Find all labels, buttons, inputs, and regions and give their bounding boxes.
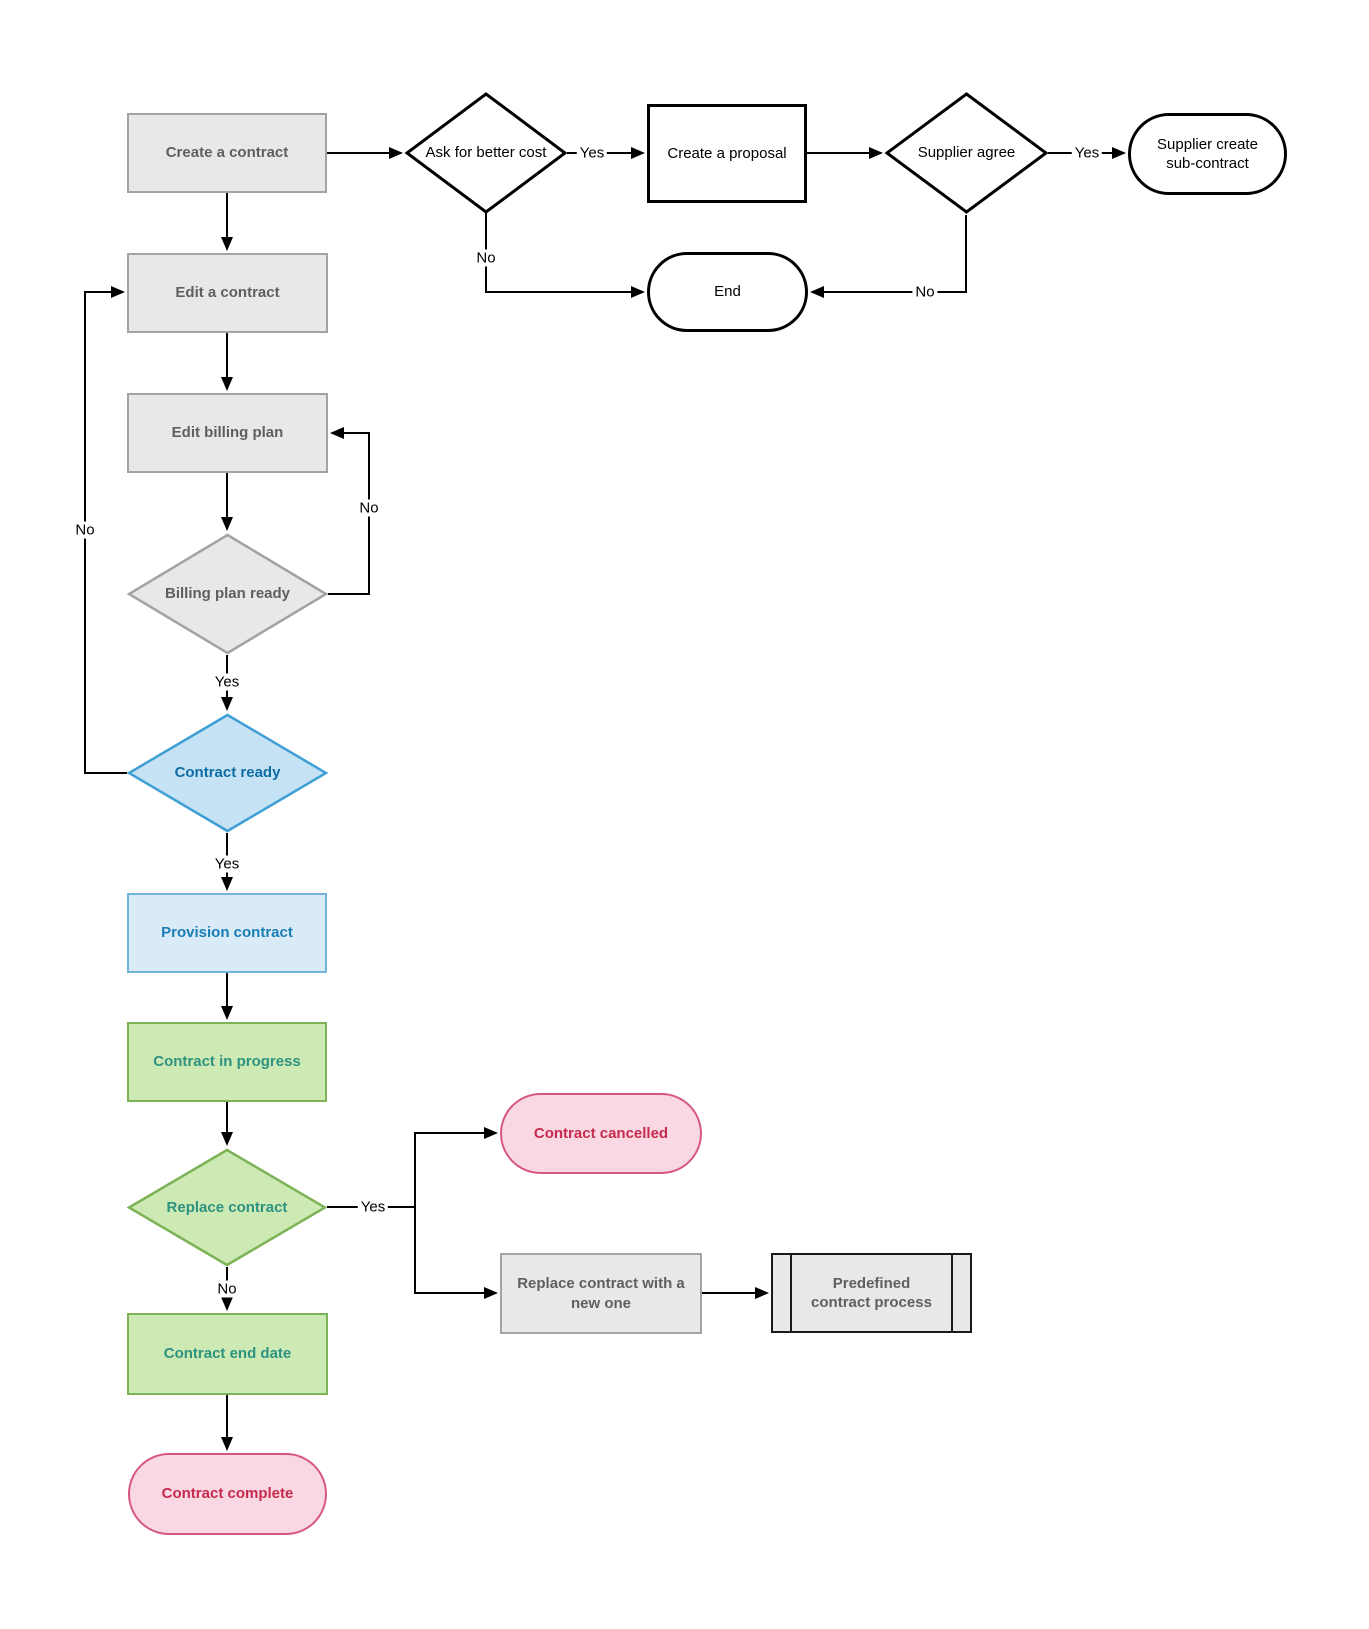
node-contract-ready: Contract ready <box>127 713 328 833</box>
diamond-shape <box>405 92 567 214</box>
node-replace-contract: Replace contract <box>127 1148 327 1267</box>
node-label-contract-ready: Contract ready <box>174 764 281 782</box>
diamond-shape <box>127 713 328 833</box>
edge-branch-to-replace-new <box>414 1207 498 1299</box>
edge-label-ask-yes-to-proposal: Yes <box>576 144 608 162</box>
node-label-billing-plan-ready: Billing plan ready <box>164 585 291 603</box>
node-edit-a-contract: Edit a contract <box>127 253 328 333</box>
diamond-shape <box>885 92 1048 214</box>
edge-label-billing-ready-no-loop: No <box>356 499 382 517</box>
node-end: End <box>647 252 808 332</box>
node-supplier-create-subcontract: Supplier create sub-contract <box>1128 113 1287 195</box>
node-label-end: End <box>714 283 741 301</box>
diamond-shape <box>127 1148 327 1267</box>
edge-label-billing-ready-yes: Yes <box>211 673 243 691</box>
node-create-a-proposal: Create a proposal <box>647 104 807 203</box>
edge-branch-to-cancelled <box>414 1127 498 1207</box>
node-ask-for-better-cost: Ask for better cost <box>405 92 567 214</box>
node-contract-complete: Contract complete <box>128 1453 327 1535</box>
node-label-contract-cancelled: Contract cancelled <box>533 1124 669 1142</box>
node-label-supplier-agree: Supplier agree <box>917 144 1016 162</box>
node-replace-contract-new-one: Replace contract with a new one <box>500 1253 702 1334</box>
node-contract-in-progress: Contract in progress <box>127 1022 327 1102</box>
node-label-edit-a-contract: Edit a contract <box>175 284 280 302</box>
node-supplier-agree: Supplier agree <box>885 92 1048 214</box>
edge-label-replace-yes-branch: Yes <box>357 1198 389 1216</box>
node-label-contract-complete: Contract complete <box>161 1485 294 1503</box>
edge-label-agree-no-to-end: No <box>912 283 938 301</box>
diamond-shape <box>127 533 328 655</box>
edge-label-replace-no-to-end-date: No <box>214 1280 240 1298</box>
node-label-ask-for-better-cost: Ask for better cost <box>425 144 547 162</box>
edge-label-ask-no-to-end: No <box>473 249 499 267</box>
node-billing-plan-ready: Billing plan ready <box>127 533 328 655</box>
node-provision-contract: Provision contract <box>127 893 327 973</box>
edge-label-agree-yes-to-subcontract: Yes <box>1071 144 1103 162</box>
node-label-provision-contract: Provision contract <box>161 924 293 942</box>
predefined-bar-left <box>790 1255 792 1331</box>
node-label-predefined-contract-process: Predefined contract process <box>811 1274 932 1312</box>
node-label-supplier-create-subcontract: Supplier create sub-contract <box>1157 135 1258 173</box>
edge-ask-no-to-end <box>485 213 645 298</box>
edge-agree-no-to-end <box>810 215 967 298</box>
node-label-contract-in-progress: Contract in progress <box>153 1053 301 1071</box>
node-label-replace-contract-new-one: Replace contract with a new one <box>517 1275 685 1312</box>
node-label-create-a-proposal: Create a proposal <box>667 144 787 162</box>
node-edit-billing-plan: Edit billing plan <box>127 393 328 473</box>
node-label-edit-billing-plan: Edit billing plan <box>171 424 284 442</box>
node-label-replace-contract: Replace contract <box>166 1198 288 1216</box>
node-create-contract: Create a contract <box>127 113 327 193</box>
edge-label-contract-ready-no: No <box>72 521 98 539</box>
node-label-contract-end-date: Contract end date <box>163 1345 292 1363</box>
node-label-create-contract: Create a contract <box>165 144 289 162</box>
node-contract-end-date: Contract end date <box>127 1313 328 1395</box>
node-contract-cancelled: Contract cancelled <box>500 1093 702 1174</box>
node-predefined-contract-process: Predefined contract process <box>771 1253 972 1333</box>
predefined-bar-right <box>951 1255 953 1331</box>
edge-label-contract-ready-yes: Yes <box>211 855 243 873</box>
